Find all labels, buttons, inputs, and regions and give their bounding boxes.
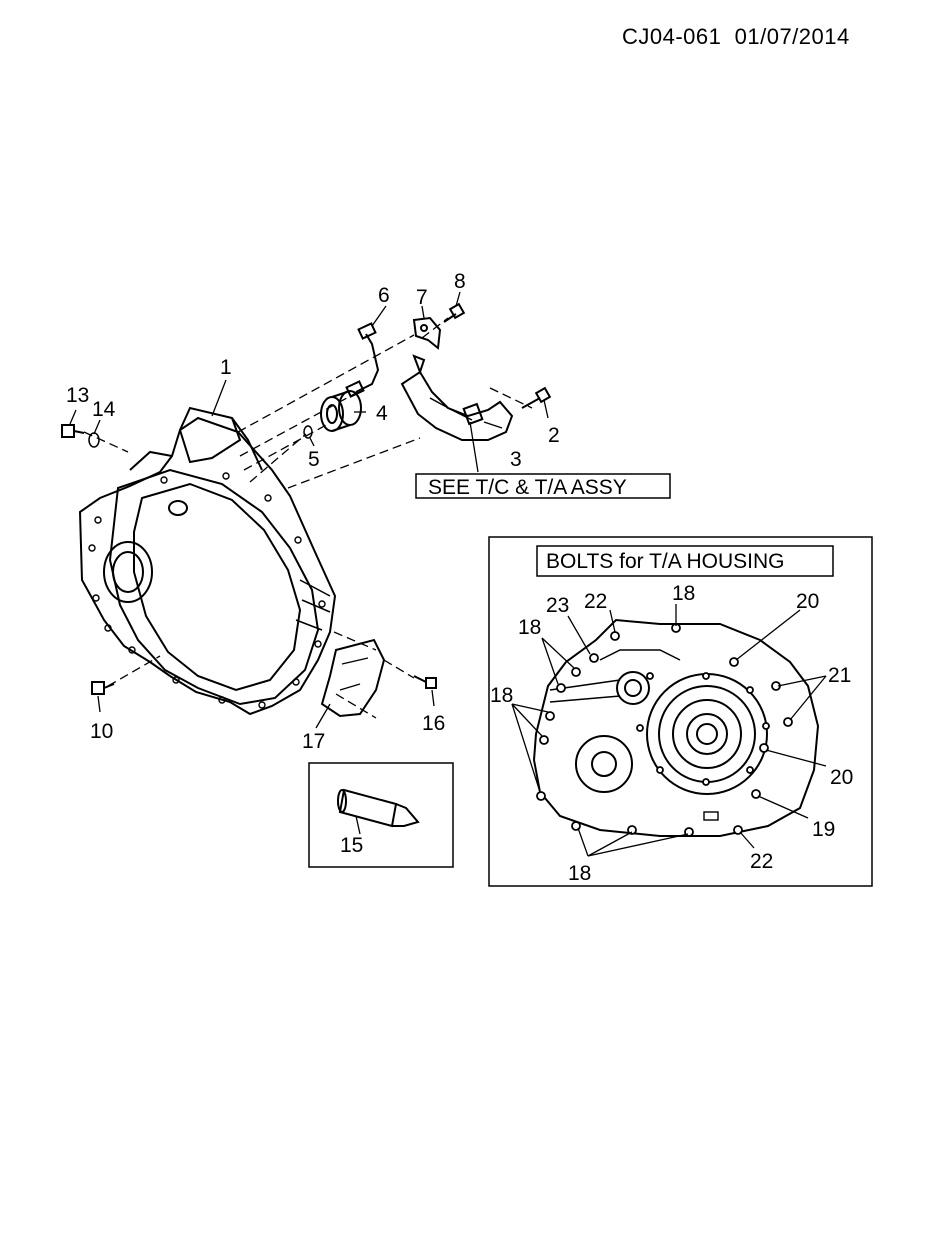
callout-16: 16 xyxy=(422,712,445,735)
callout-1: 1 xyxy=(220,356,232,379)
callout-6: 6 xyxy=(378,284,390,307)
inset-callout-20-right: 20 xyxy=(830,766,853,789)
cover-part-17 xyxy=(320,638,386,718)
bracket-part-7 xyxy=(412,316,442,350)
callout-14: 14 xyxy=(92,398,116,421)
doc-code: CJ04-061 xyxy=(622,24,722,49)
bolt-part-2 xyxy=(521,386,552,409)
inset-callout-20-top: 20 xyxy=(796,590,819,613)
leader-lines xyxy=(69,291,549,729)
callout-4: 4 xyxy=(376,402,388,425)
main-callouts: 1 2 3 4 5 6 7 8 10 13 14 16 17 xyxy=(66,270,560,753)
callout-7: 7 xyxy=(416,286,428,309)
callout-10: 10 xyxy=(90,720,113,743)
callout-5: 5 xyxy=(308,448,320,471)
inset-callout-19: 19 xyxy=(812,818,835,841)
inset-callout-21: 21 xyxy=(828,664,851,687)
callout-8: 8 xyxy=(454,270,466,293)
bearing-part-4 xyxy=(320,390,362,432)
sealant-tool-box: 15 xyxy=(308,762,454,868)
inset-callout-22-bottom: 22 xyxy=(750,850,773,873)
inset-title: BOLTS for T/A HOUSING xyxy=(546,550,784,573)
inset-callout-23: 23 xyxy=(546,594,569,617)
shell-part-3 xyxy=(400,354,514,441)
inset-callouts: 18 22 23 18 20 21 18 20 19 18 22 xyxy=(490,582,853,885)
housing-bolt-holes xyxy=(536,623,793,837)
inset-callout-22-top: 22 xyxy=(584,590,607,613)
document-id: CJ04-061 01/07/2014 xyxy=(622,24,850,50)
pipe-part-6 xyxy=(345,322,380,398)
callout-15: 15 xyxy=(340,834,363,857)
inset-callout-18-bottom: 18 xyxy=(568,862,591,885)
inset-callout-18-upper-left: 18 xyxy=(518,616,541,639)
callout-2: 2 xyxy=(548,424,560,447)
o-ring-part-14 xyxy=(88,432,100,448)
inset-title-box xyxy=(536,545,834,577)
inset-leader-lines xyxy=(511,604,827,857)
see-reference-label: SEE T/C & T/A ASSY xyxy=(428,476,627,499)
callout-3: 3 xyxy=(510,448,522,471)
bolt-part-8 xyxy=(443,302,466,323)
see-reference-box xyxy=(415,473,671,499)
inset-callout-18-top: 18 xyxy=(672,582,695,605)
inset-panel: BOLTS for T/A HOUSING xyxy=(488,536,873,887)
callout-13: 13 xyxy=(66,384,89,407)
bolt-part-13 xyxy=(61,424,85,438)
inset-callout-18-left: 18 xyxy=(490,684,513,707)
callout-17: 17 xyxy=(302,730,325,753)
doc-date: 01/07/2014 xyxy=(734,24,850,49)
transmission-housing xyxy=(78,406,337,716)
assembly-guide-lines xyxy=(83,317,533,719)
bolt-part-16 xyxy=(413,675,437,689)
bolt-part-10 xyxy=(91,681,115,695)
o-ring-part-5 xyxy=(303,425,313,439)
sealant-tube-part-15 xyxy=(337,788,420,828)
